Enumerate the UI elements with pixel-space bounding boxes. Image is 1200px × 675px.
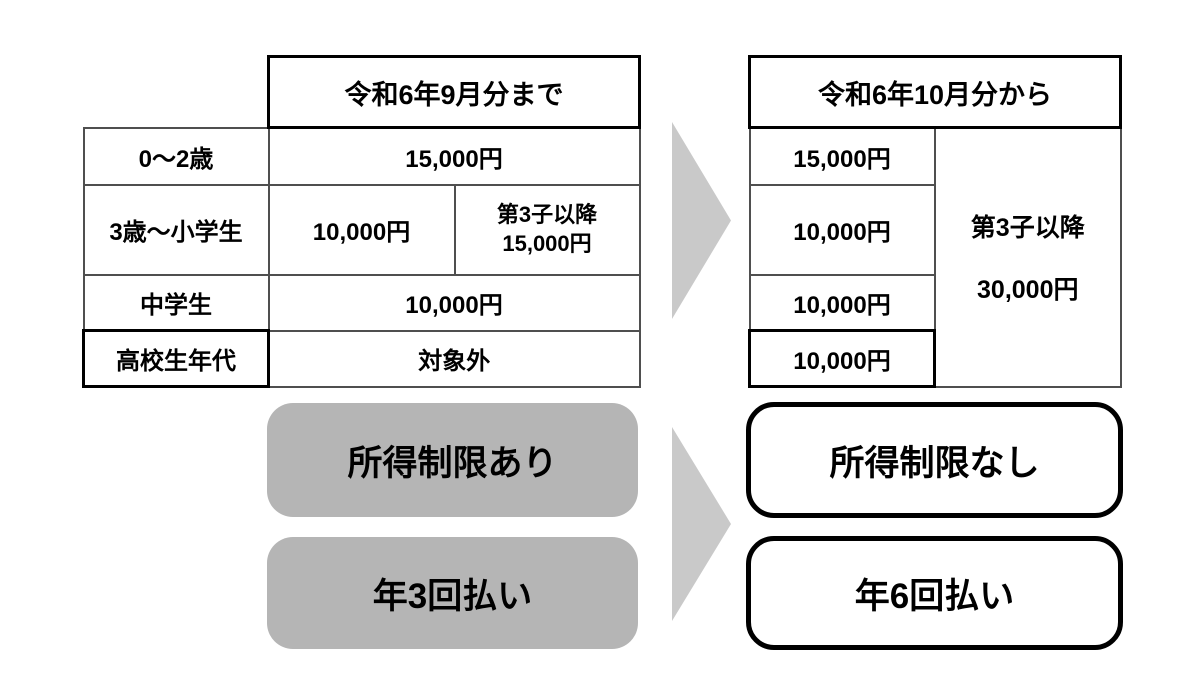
after-payment-schedule-label: 年6回払い (854, 576, 1015, 616)
amount-0-2: 15,000円 (267, 126, 641, 186)
transition-arrow-top-icon (672, 122, 731, 319)
after-third-child-cell: 第3子以降 30,000円 (933, 126, 1122, 388)
table-row: 10,000円 (748, 273, 1121, 332)
age-label-junior-high: 中学生 (82, 273, 270, 332)
amount-3-elementary: 10,000円 (267, 183, 456, 276)
table-row: 中学生 10,000円 (82, 273, 641, 332)
after-amount-3-elementary: 10,000円 (748, 183, 936, 276)
before-table: 令和6年9月分まで 0〜2歳 15,000円 3歳〜小学生 10,000円 第3… (82, 55, 642, 388)
blank-corner-cell (84, 57, 269, 128)
table-row: 10,000円 (748, 329, 1121, 388)
after-payment-schedule-box: 年6回払い (746, 536, 1123, 650)
before-table-header: 令和6年9月分まで (266, 55, 642, 129)
after-header-row: 令和6年10月分から (748, 55, 1122, 129)
third-child-label: 第3子以降 (970, 214, 1085, 243)
table-row: 15,000円 第3子以降 30,000円 (748, 126, 1122, 388)
before-payment-schedule-label: 年3回払い (372, 576, 533, 616)
table-row: 10,000円 (748, 183, 1121, 276)
before-payment-schedule-box: 年3回払い (267, 537, 638, 649)
before-income-limit-label: 所得制限あり (347, 443, 558, 483)
after-third-child-content: 第3子以降 30,000円 (936, 208, 1120, 306)
amount-high-school: 対象外 (267, 329, 641, 388)
after-amount-high-school: 10,000円 (748, 329, 936, 388)
after-table-header: 令和6年10月分から (748, 55, 1122, 129)
age-label-high-school: 高校生年代 (82, 329, 270, 388)
age-label-3-elementary: 3歳〜小学生 (82, 183, 270, 276)
before-third-child-cell: 第3子以降 15,000円 (453, 183, 641, 276)
before-header-row: 令和6年9月分まで (84, 55, 642, 129)
transition-arrow-bottom-icon (672, 427, 731, 621)
table-row: 0〜2歳 15,000円 (82, 126, 641, 186)
amount-junior-high: 10,000円 (267, 273, 641, 332)
after-amount-0-2: 15,000円 (748, 126, 936, 186)
after-table: 令和6年10月分から 15,000円 第3子以降 30,000円 10,000円… (748, 55, 1122, 388)
table-row: 3歳〜小学生 10,000円 第3子以降 15,000円 (82, 183, 641, 276)
after-amount-junior-high: 10,000円 (748, 273, 936, 332)
age-label-0-2: 0〜2歳 (82, 126, 270, 186)
after-income-limit-box: 所得制限なし (746, 402, 1123, 518)
table-row: 高校生年代 対象外 (82, 329, 641, 388)
before-income-limit-box: 所得制限あり (267, 403, 638, 517)
third-child-amount: 30,000円 (977, 276, 1079, 305)
after-income-limit-label: 所得制限なし (829, 443, 1040, 483)
